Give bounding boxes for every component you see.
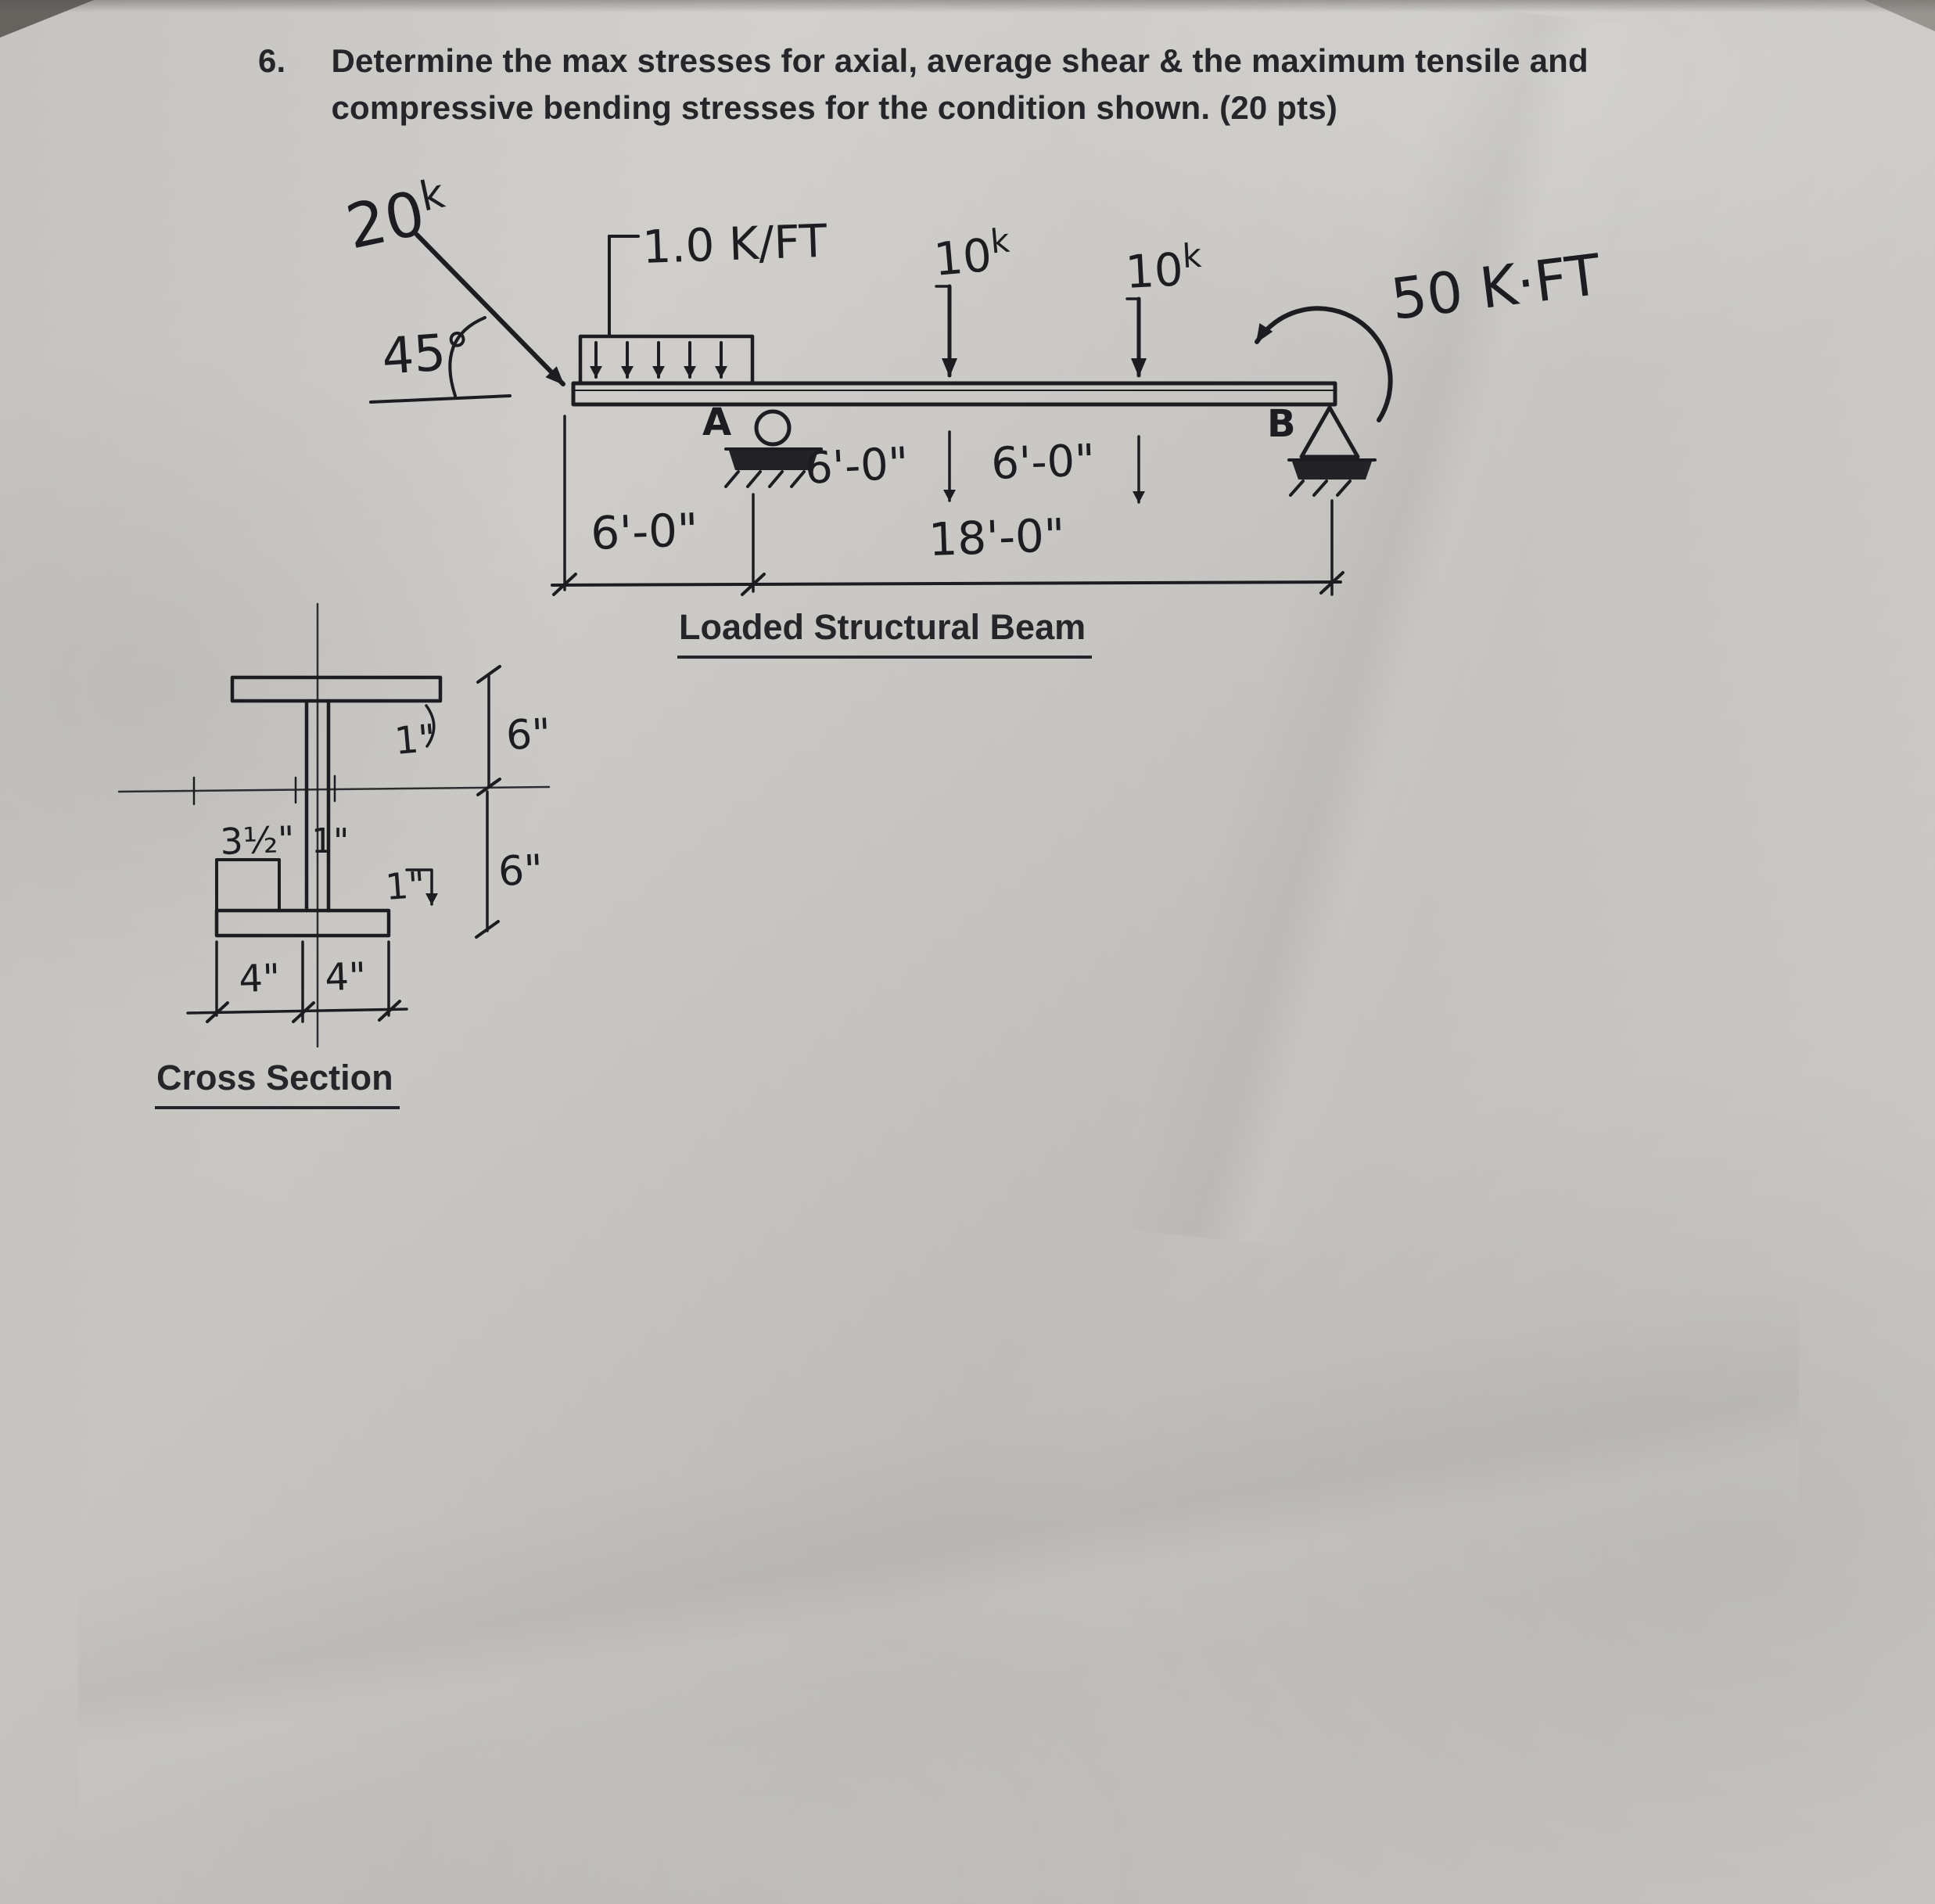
paper-edge-shadow [0,0,1935,13]
moment-arc-arrow [1255,306,1393,422]
problem-text-line2: compressive bending stresses for the con… [331,89,1338,127]
problem-statement: 6. Determine the max stresses for axial,… [258,38,1589,131]
udl-outline [578,334,755,386]
angle-reference-line [369,394,512,404]
cross-section-diagram: 6" 6" 1" 3½" 1" 1" [117,602,552,1048]
bottom-right-width-label: 4" [324,954,367,1000]
depth-dimension-ticks [475,665,501,939]
bottom-left-width-label: 4" [238,956,281,1001]
cross-section-caption: Cross Section [155,1058,400,1109]
bottom-width-dimension-line [186,1008,408,1015]
dimension-line-bottom [551,580,1342,587]
point-load-2-label: 10k [1124,236,1204,299]
support-a-hatch [729,451,818,470]
problem-text-line1: Determine the max stresses for axial, av… [331,42,1589,79]
dimension-left-to-a: 6'-0" [590,503,699,560]
top-flange-thickness-label: 1" [393,717,437,763]
support-a-label: A [702,401,731,444]
neutral-axis-ticks [192,774,336,806]
angle-arc [448,316,486,397]
inclined-load-label: 20k [339,171,454,264]
bottom-left-lip-outline [215,858,281,912]
support-b-hatch [1292,462,1372,480]
bottom-width-extension-lines [215,940,390,1023]
udl-label: 1.0 K/FT [641,214,828,274]
support-b-label: B [1267,402,1296,446]
support-a-roller [754,409,792,447]
beam-diagram: 20k 45° 1.0 K/FT 10k 10k [339,171,1605,596]
beam-diagram-caption: Loaded Structural Beam [677,607,1093,659]
upper-depth-label: 6" [505,710,552,760]
bottom-flange-thickness-label: 1" [384,864,426,908]
top-flange-thickness-leader [425,704,436,748]
beam-outline [571,381,1337,407]
bottom-flange-thickness-leader [405,868,438,906]
problem-number: 6. [258,42,286,79]
left-offset-label: 3½" [219,818,295,863]
support-a-hatch-lines [724,470,806,488]
web-thickness-label: 1" [311,821,349,861]
inclined-load-arrow [415,232,565,386]
point-load-1-label: 10k [932,221,1014,286]
dimension-p1-to-p2: 6'-0" [990,435,1096,490]
support-b-hatch-lines [1289,480,1352,497]
lower-depth-label: 6" [497,846,544,896]
top-flange-outline [230,675,443,703]
angle-label: 45° [380,322,472,386]
moment-label: 50 K·FT [1388,242,1605,332]
problem-text: Determine the max stresses for axial, av… [331,38,1588,131]
dimension-a-to-b: 18'-0" [928,508,1066,566]
bottom-flange-outline [214,908,391,938]
dimension-slash-ticks [552,571,1344,596]
bottom-width-ticks [206,1000,401,1023]
support-b-pin [1299,405,1360,459]
dimension-a-to-p1: 6'-0" [803,438,910,494]
